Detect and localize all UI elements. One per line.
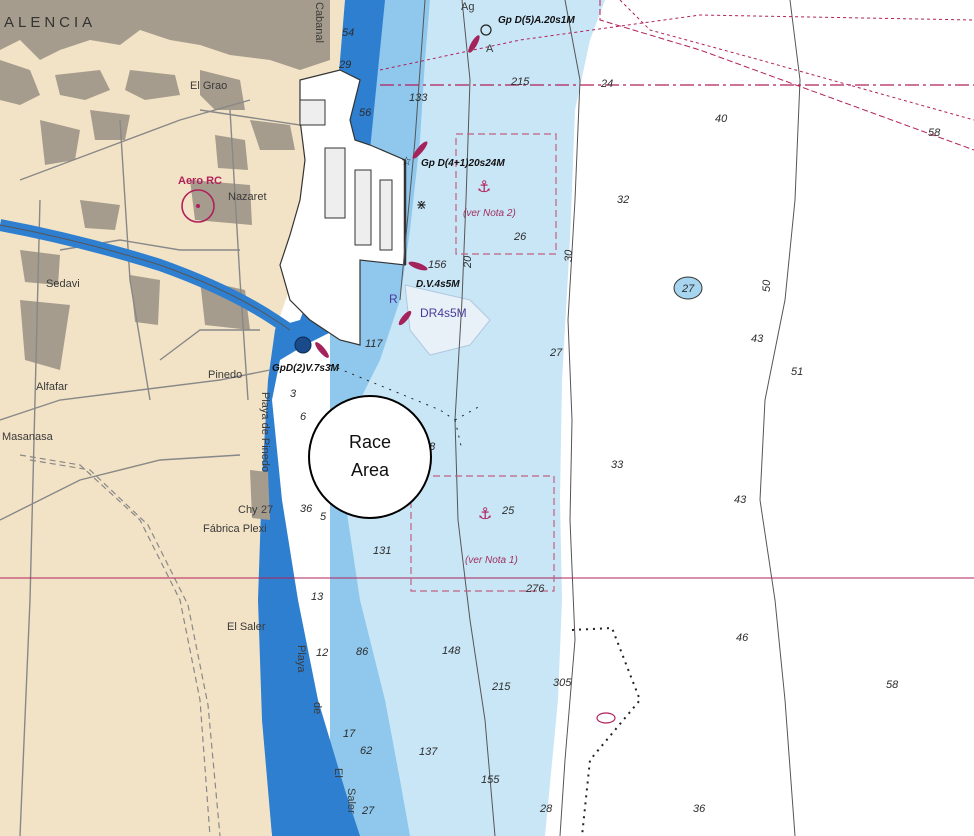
note-1: (ver Nota 1) [465, 555, 518, 566]
drying-area [404, 284, 491, 356]
sounding: 36 [693, 803, 706, 815]
place-fabrica: Fábrica Plexi [203, 523, 267, 535]
race-area-line1: Race [349, 432, 391, 452]
harbour-piers [299, 99, 393, 251]
aero-beacon-dot [196, 204, 200, 208]
anchor-icon: ⚓ [478, 504, 492, 523]
sounding: 24 [600, 78, 613, 90]
place-playa: Playa [295, 645, 307, 673]
urban-areas [0, 0, 330, 520]
sounding: 131 [373, 545, 391, 557]
anchorage-box-2 [455, 133, 557, 255]
light-dr: DR4s5M [420, 306, 467, 320]
sounding: 40 [715, 113, 728, 125]
sounding: 5 [320, 511, 327, 523]
sounding: 27 [681, 283, 695, 295]
light-ag: Ag [461, 1, 474, 13]
light-r: R [389, 292, 398, 306]
sounding: 6 [300, 411, 307, 423]
sounding: 117 [365, 338, 383, 350]
contour-label-20: 20 [462, 255, 474, 269]
light-breakwater: Gp D(4+1)20s24M [421, 158, 505, 169]
place-masanasa: Masanasa [2, 431, 54, 443]
star-light-icon: ☆ [401, 154, 412, 168]
sounding: 28 [539, 803, 553, 815]
lighthouse-symbol [294, 336, 312, 354]
sounding: 12 [316, 647, 328, 659]
sounding: 58 [886, 679, 899, 691]
contour-label-30: 30 [563, 249, 575, 262]
sounding: 56 [359, 107, 372, 119]
light-a: A [486, 43, 494, 55]
aero-beacon-circle [181, 189, 215, 223]
sounding: 13 [311, 591, 324, 603]
pipeline-line [379, 14, 974, 71]
sounding: 215 [491, 681, 511, 693]
note-2: (ver Nota 2) [463, 208, 516, 219]
sounding: 3 [290, 388, 297, 400]
light-dv: D.V.4s5M [416, 279, 460, 290]
place-sedavi: Sedavi [46, 278, 80, 290]
place-chy: Chy [238, 504, 258, 516]
sounding: 33 [611, 459, 624, 471]
sounding: 155 [481, 774, 500, 786]
sounding: 86 [356, 646, 369, 658]
place-alfafar: Alfafar [36, 381, 68, 393]
place-el-grao: El Grao [190, 80, 227, 92]
sounding: 137 [419, 746, 438, 758]
city-name: ALENCIA [4, 14, 96, 31]
buoy-symbol [480, 24, 492, 36]
sounding: 276 [525, 583, 545, 595]
sounding: 62 [360, 745, 372, 757]
contour-label-50: 50 [761, 279, 773, 292]
place-saler: Saler [345, 788, 357, 814]
race-area-circle [308, 395, 432, 519]
highway-dashed [19, 454, 211, 836]
place-el: El [332, 768, 344, 778]
anchorage-box-1 [410, 475, 555, 592]
sounding: 54 [342, 27, 354, 39]
sounding: 51 [791, 366, 803, 378]
place-cabanal: Cabanal [313, 2, 325, 43]
sounding: 29 [338, 59, 351, 71]
sounding: 156 [428, 259, 447, 271]
dotted-tracks [329, 364, 483, 451]
sounding: 133 [409, 92, 428, 104]
sounding: 27 [549, 347, 563, 359]
fish-icon [596, 712, 616, 724]
light-gpd: GpD(2)V.7s3M [272, 363, 340, 374]
sounding: 43 [734, 494, 747, 506]
depth-circle [673, 276, 703, 300]
highway-dashed-2 [29, 459, 221, 836]
sounding: 32 [617, 194, 629, 206]
sounding: 46 [736, 632, 749, 644]
place-pinedo: Pinedo [208, 369, 242, 381]
anchor-icon: ⚓ [477, 177, 491, 196]
race-area-line2: Area [351, 460, 390, 480]
sounding: 148 [442, 645, 461, 657]
restricted-line [599, 0, 974, 151]
sounding: 27 [361, 805, 375, 817]
place-playa-pinedo: Playa de Pinedo [259, 392, 271, 472]
place-nazaret: Nazaret [228, 191, 267, 203]
place-el-saler: El Saler [227, 621, 266, 633]
sounding: 58 [928, 127, 941, 139]
sounding: 36 [300, 503, 313, 515]
wreck-icon: ⋇ [416, 198, 427, 213]
turia-channel-edge [0, 224, 291, 331]
sounding: 305 [553, 677, 572, 689]
sounding: 43 [751, 333, 764, 345]
sounding: 215 [510, 76, 530, 88]
light-flares [315, 35, 480, 358]
light-top: Gp D(5)A.20s1M [498, 15, 575, 26]
place-de: de [311, 702, 323, 714]
sounding: 17 [343, 728, 356, 740]
anchor-depth-25: 25 [501, 505, 515, 517]
anchor-depth-26: 26 [513, 231, 527, 243]
chy-depth: 27 [261, 504, 273, 516]
aero-label: Aero RC [178, 175, 222, 187]
